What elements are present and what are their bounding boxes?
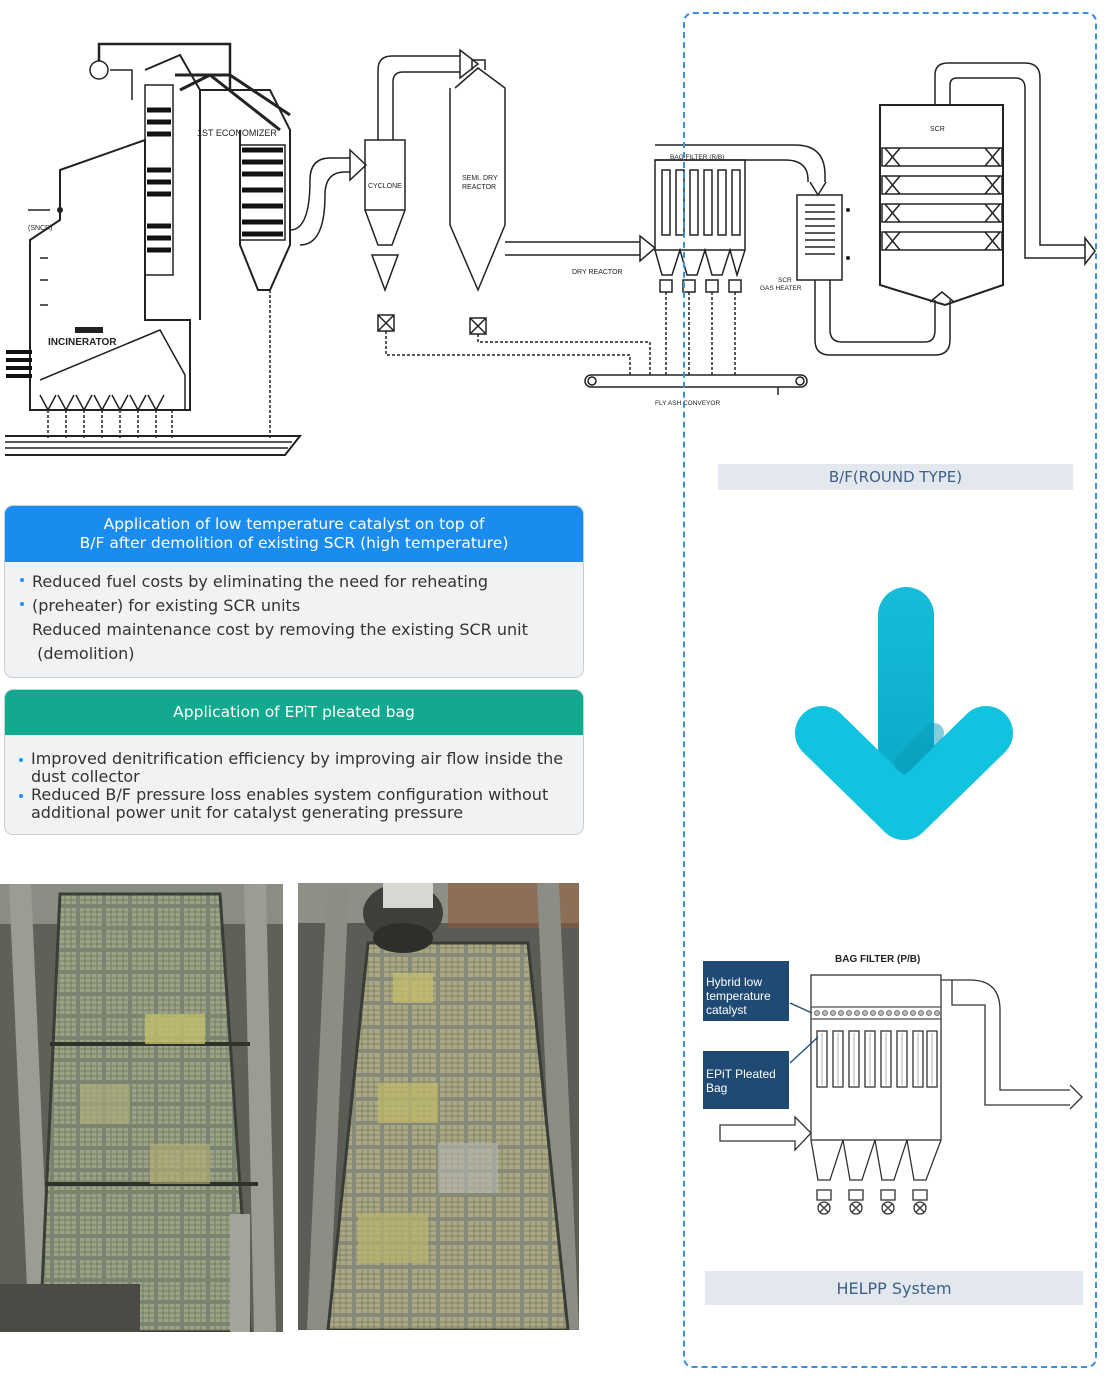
sncr-label: (SNCR) bbox=[28, 225, 53, 232]
catalyst-label-line-1: Hybrid low bbox=[706, 975, 762, 989]
helpp-caption: HELPP System bbox=[705, 1271, 1083, 1305]
incinerator-bar bbox=[75, 327, 103, 333]
card1-line-3: Reduced maintenance cost by removing the… bbox=[32, 620, 528, 639]
pleated-bag-label-line-2: Bag bbox=[706, 1081, 727, 1095]
dry-reactor-label: DRY REACTOR bbox=[572, 269, 623, 276]
scr-gas-heater-label-2: GAS HEATER bbox=[760, 285, 802, 292]
card1-title-line-1: Application of low temperature catalyst … bbox=[103, 515, 485, 533]
helpp-caption-text: HELPP System bbox=[836, 1278, 952, 1298]
helpp-highlight-panel bbox=[683, 12, 1097, 1368]
card1-line-4: (demolition) bbox=[32, 644, 135, 663]
process-flow-diagram: 1ST ECONOMIZER (SNCR) INCINERATOR CYCLON… bbox=[5, 42, 1096, 456]
card1-line-1: Reduced fuel costs by eliminating the ne… bbox=[20, 570, 583, 594]
down-arrow-icon bbox=[795, 587, 1013, 840]
helpp-bag-filter-diagram: BAG FILTER (P/B) Hybrid low temperature … bbox=[703, 954, 1083, 1215]
card2-item-1-line-2: dust collector bbox=[31, 767, 140, 786]
bag-filter-rb-label: BAG FILTER (R/B) bbox=[670, 154, 724, 161]
catalyst-installation-photo-left bbox=[0, 884, 283, 1332]
helpp-diagram-title: BAG FILTER (P/B) bbox=[835, 954, 920, 965]
card2-item-2-line-1: Reduced B/F pressure loss enables system… bbox=[31, 785, 549, 804]
card1-title-line-2: B/F after demolition of existing SCR (hi… bbox=[79, 534, 509, 552]
card2-item-2-line-2: additional power unit for catalyst gener… bbox=[31, 803, 464, 822]
card1-line-2: (preheater) for existing SCR units bbox=[20, 594, 583, 618]
low-temp-catalyst-card: Application of low temperature catalyst … bbox=[4, 505, 584, 678]
steam-drum bbox=[89, 60, 109, 80]
catalyst-installation-photo-right bbox=[298, 883, 579, 1330]
cyclone-label: CYCLONE bbox=[368, 183, 402, 190]
pleated-bag-label-line-1: EPiT Pleated bbox=[706, 1067, 776, 1081]
card2-item-1: Improved denitrification efficiency by i… bbox=[19, 749, 583, 786]
round-type-caption-text: B/F(ROUND TYPE) bbox=[828, 468, 963, 486]
catalyst-label-line-2: temperature bbox=[706, 989, 771, 1003]
scr-gas-heater-label-1: SCR bbox=[778, 277, 792, 284]
epit-pleated-bag-card-header: Application of EPiT pleated bag bbox=[5, 690, 583, 735]
scr-label: SCR bbox=[930, 126, 945, 133]
low-temp-catalyst-card-header: Application of low temperature catalyst … bbox=[5, 506, 583, 562]
card2-item-2: Reduced B/F pressure loss enables system… bbox=[19, 785, 583, 822]
fly-ash-conveyor-label: FLY ASH CONVEYOR bbox=[655, 400, 720, 407]
card2-title: Application of EPiT pleated bag bbox=[173, 703, 415, 721]
semi-dry-reactor-label-1: SEMI. DRY bbox=[462, 175, 498, 182]
semi-dry-reactor-label-2: REACTOR bbox=[462, 184, 496, 191]
economizer-label: 1ST ECONOMIZER bbox=[197, 128, 277, 138]
round-type-caption: B/F(ROUND TYPE) bbox=[718, 464, 1073, 490]
catalyst-label-line-3: catalyst bbox=[706, 1003, 747, 1017]
epit-pleated-bag-card: Application of EPiT pleated bag Improved… bbox=[4, 689, 584, 835]
card2-item-1-line-1: Improved denitrification efficiency by i… bbox=[31, 749, 564, 768]
incinerator-label: INCINERATOR bbox=[48, 337, 117, 348]
